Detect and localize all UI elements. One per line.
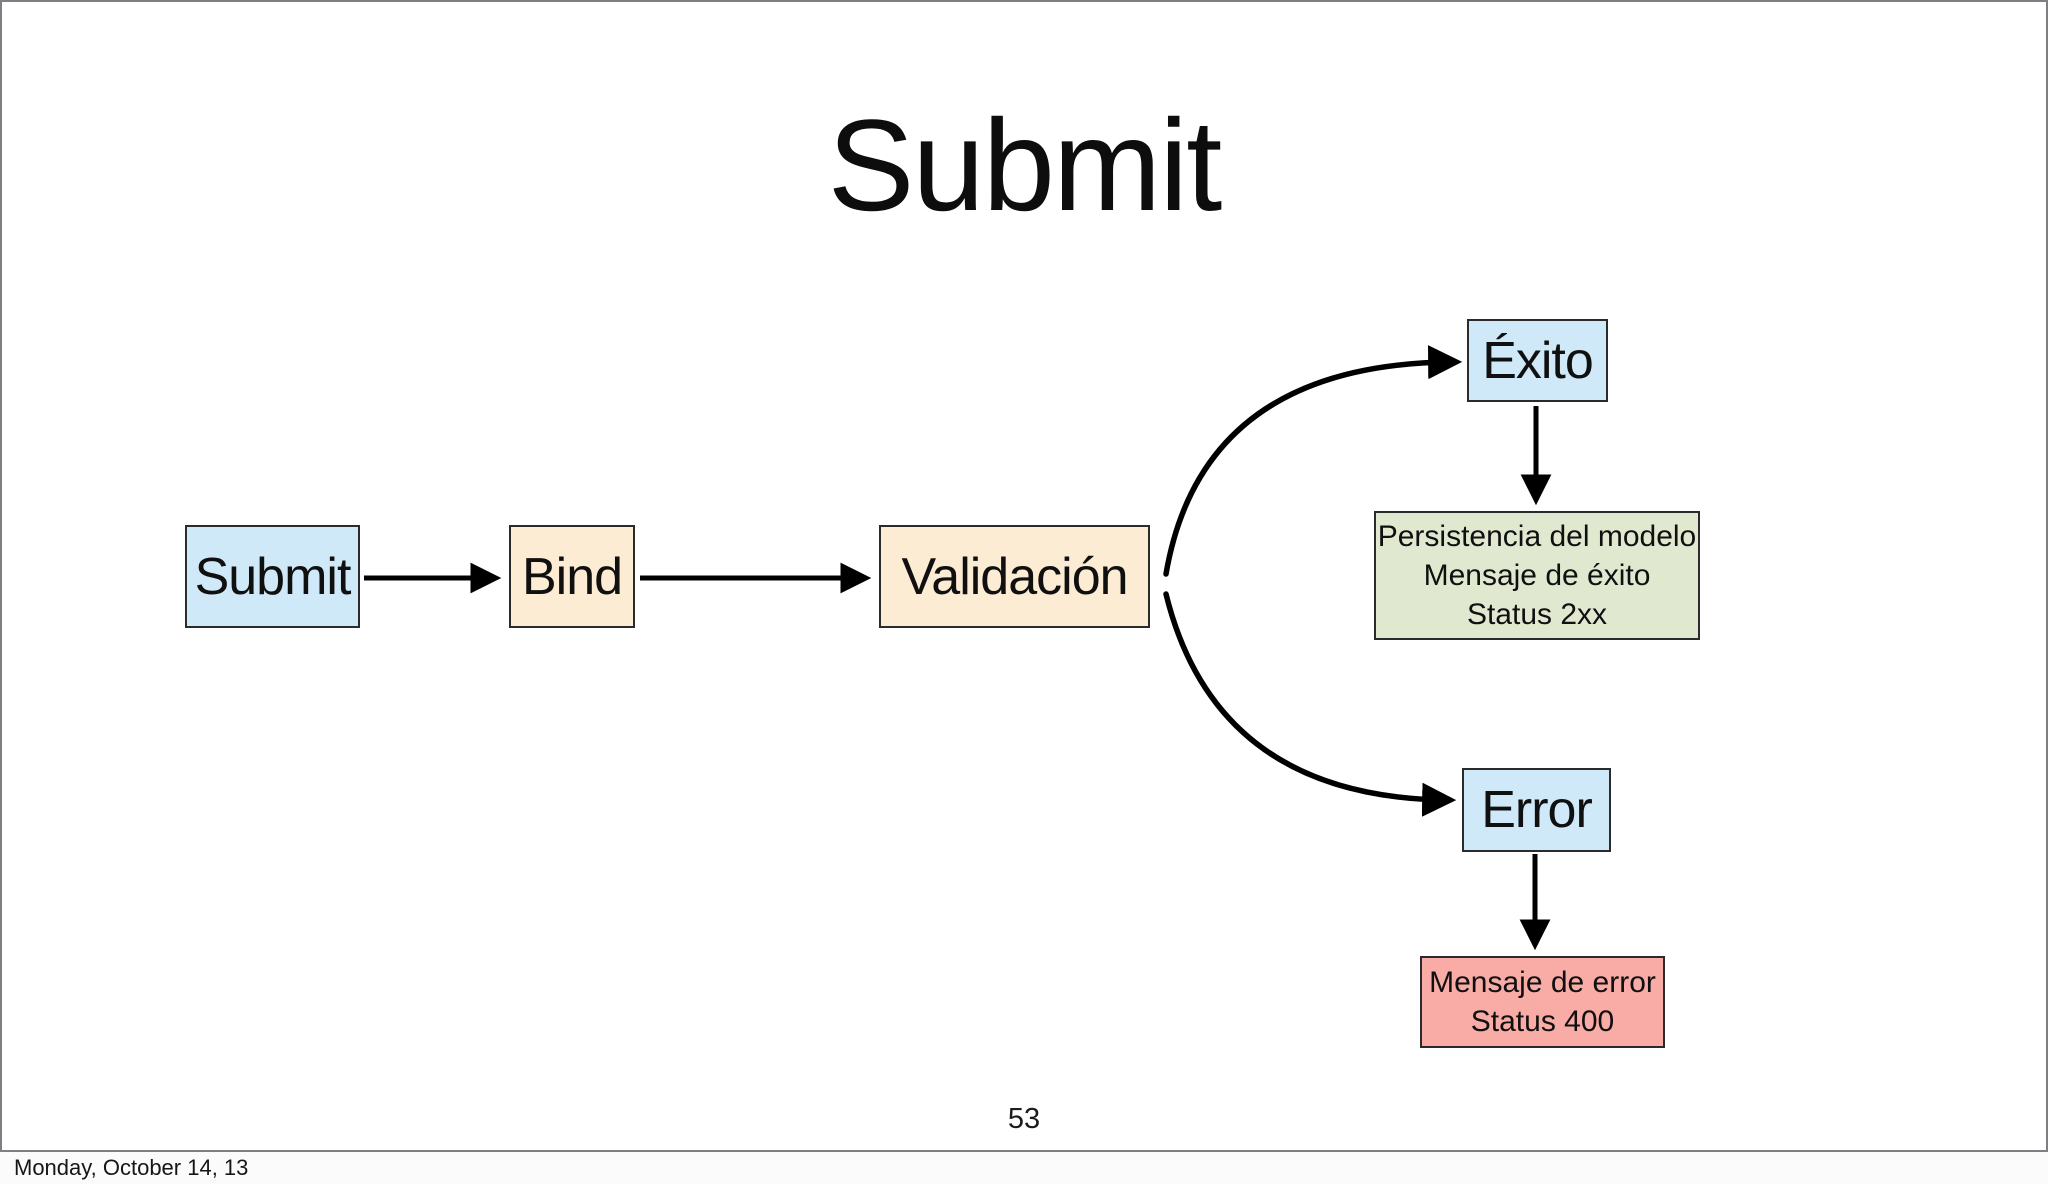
node-persistencia-line-1: Persistencia del modelo [1377,520,1697,553]
node-persistencia-line-3: Status 2xx [1466,598,1608,631]
page-number: 53 [1007,1103,1041,1135]
arrow-validacion-to-exito [1163,345,1463,577]
node-validacion-label: Validación [901,547,1128,606]
slide-canvas: Submit Submit Bind Validación Éxito [0,0,2048,1152]
node-persistencia: Persistencia del modelo Mensaje de éxito… [1374,511,1700,640]
node-bind: Bind [509,525,635,628]
node-submit-label: Submit [194,547,352,606]
node-submit: Submit [185,525,360,628]
node-error-label: Error [1481,781,1593,839]
slide-title: Submit [827,92,1223,238]
node-mensaje-error: Mensaje de error Status 400 [1420,956,1665,1048]
node-bind-label: Bind [521,547,623,606]
node-exito: Éxito [1467,319,1608,402]
node-mensaje-error-line-1: Mensaje de error [1429,966,1656,999]
node-exito-label: Éxito [1482,331,1594,390]
footer-date: Monday, October 14, 13 [14,1155,249,1180]
node-persistencia-line-2: Mensaje de éxito [1423,559,1651,592]
node-error: Error [1462,768,1611,852]
arrow-validacion-to-error [1163,591,1457,817]
connector-arrows [364,345,1552,951]
node-validacion: Validación [879,525,1150,628]
node-mensaje-error-line-2: Status 400 [1470,1005,1615,1038]
